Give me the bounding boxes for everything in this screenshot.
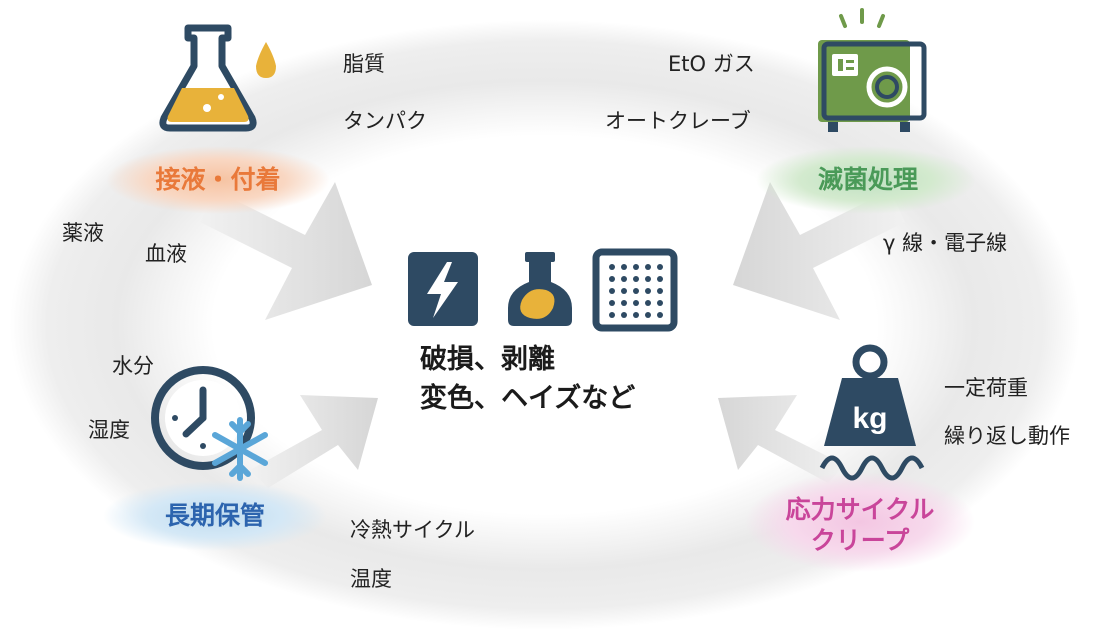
factor-blood: 血液 bbox=[145, 242, 187, 266]
arrow-bottom-left bbox=[250, 395, 378, 488]
arrow-top-right bbox=[733, 182, 905, 320]
lightning-icon bbox=[408, 252, 478, 326]
factor-humidity: 湿度 bbox=[88, 418, 130, 442]
stress-label: 応力サイクル クリープ bbox=[760, 490, 960, 560]
svg-text:kg: kg bbox=[852, 402, 887, 435]
bottle-icon bbox=[508, 252, 572, 326]
contact-label-glow bbox=[106, 146, 330, 214]
storage-label-glow bbox=[103, 481, 327, 551]
factor-chemical: 薬液 bbox=[62, 221, 104, 245]
factor-temperature: 温度 bbox=[350, 567, 392, 591]
storage-label: 長期保管 bbox=[164, 501, 265, 531]
center-line2: 変色、ヘイズなど bbox=[420, 383, 636, 415]
sterilization-label-glow bbox=[756, 146, 976, 214]
weight-icon: kg bbox=[819, 344, 925, 481]
stress-label-line2: クリープ bbox=[810, 526, 910, 555]
factor-gamma-ebeam: γ 線・電子線 bbox=[883, 231, 1008, 255]
grid-icon bbox=[592, 248, 678, 332]
center-line1: 破損、剥離 bbox=[420, 344, 555, 375]
factor-thermal-cycle: 冷熱サイクル bbox=[350, 518, 475, 542]
clock-snowflake-icon bbox=[151, 366, 268, 481]
factor-constant-load: 一定荷重 bbox=[944, 376, 1028, 400]
sterilizer-icon bbox=[818, 8, 927, 132]
arrow-bottom-right bbox=[718, 395, 845, 483]
stress-label-glow bbox=[745, 472, 975, 572]
sterilization-label: 滅菌処理 bbox=[817, 165, 918, 195]
flask-icon bbox=[159, 24, 276, 132]
arrow-top-left bbox=[200, 182, 372, 320]
factor-moisture: 水分 bbox=[112, 354, 154, 378]
center-outcomes: 破損、剥離 変色、ヘイズなど bbox=[420, 340, 635, 418]
factor-eto-gas: EtO ガス bbox=[668, 52, 755, 76]
factor-protein: タンパク bbox=[343, 109, 427, 133]
factor-lipid: 脂質 bbox=[343, 52, 385, 76]
stress-label-line1: 応力サイクル bbox=[785, 494, 935, 524]
factor-repeated-motion: 繰り返し動作 bbox=[944, 424, 1070, 448]
contact-label: 接液・付着 bbox=[155, 165, 281, 195]
factor-autoclave: オートクレーブ bbox=[605, 109, 751, 133]
